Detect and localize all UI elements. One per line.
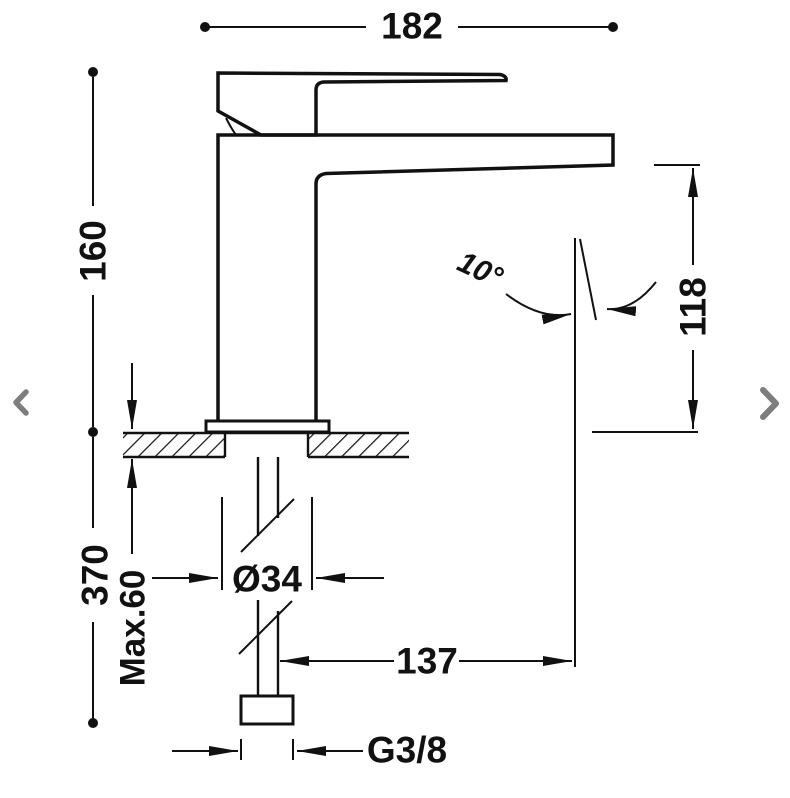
dimension-spout-width: 182 bbox=[200, 6, 618, 47]
dim-thread-label: G3/8 bbox=[367, 730, 447, 771]
annotation-spout-angle: 10° bbox=[452, 238, 657, 667]
carousel-prev-button[interactable] bbox=[13, 389, 29, 416]
dim-under-counter-label: 370 bbox=[75, 544, 116, 606]
carousel-next-button[interactable] bbox=[760, 387, 779, 420]
counter-section bbox=[123, 431, 409, 459]
dimension-total-height: 160 bbox=[73, 67, 114, 437]
faucet-handle bbox=[216, 71, 508, 137]
faucet-body-and-spout bbox=[216, 133, 615, 421]
pipe-break-mark bbox=[238, 600, 293, 655]
pipe-break-mark bbox=[240, 498, 295, 553]
counter-hatch-left bbox=[123, 434, 225, 456]
dim-outlet-height-label: 118 bbox=[673, 277, 714, 337]
dim-spout-width-label: 182 bbox=[381, 6, 443, 47]
angle-arc-arrow-left bbox=[505, 293, 572, 325]
dim-total-height-label: 160 bbox=[73, 220, 114, 282]
dimension-under-counter: 370 bbox=[75, 437, 116, 728]
dimension-outlet-offset: 137 bbox=[280, 641, 572, 682]
chevron-right-icon[interactable] bbox=[760, 387, 779, 420]
dim-outlet-offset-label: 137 bbox=[396, 641, 458, 682]
faucet-outline bbox=[204, 71, 615, 434]
angle-arc-arrow-right bbox=[606, 281, 657, 317]
dim-hole-diameter-label: Ø34 bbox=[232, 559, 302, 600]
dimension-hole-diameter: Ø34 bbox=[152, 497, 384, 600]
counter-hatch-right bbox=[308, 434, 409, 456]
chevron-left-icon[interactable] bbox=[13, 389, 29, 416]
pipe-thread-connector bbox=[239, 694, 295, 726]
faucet-base-plate bbox=[204, 419, 331, 434]
supply-pipe bbox=[238, 457, 295, 726]
dimension-max-deck-thickness: Max.60 bbox=[114, 363, 153, 686]
dim-spout-angle-label: 10° bbox=[452, 245, 508, 295]
dim-max-deck-label: Max.60 bbox=[114, 570, 153, 687]
angle-tilted-line bbox=[579, 238, 597, 321]
dimension-thread: G3/8 bbox=[172, 730, 447, 771]
dimension-outlet-height: 118 bbox=[592, 164, 714, 433]
